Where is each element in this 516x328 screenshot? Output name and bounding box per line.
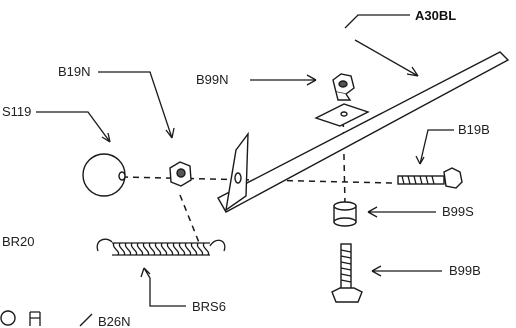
- edge-fragments: [0, 310, 41, 326]
- blade-body: [217, 51, 510, 213]
- spacer-b99s-bottom: [333, 217, 357, 227]
- label-s119: S119: [2, 104, 31, 119]
- label-brs6: BRS6: [192, 299, 226, 314]
- blade-tab-hole: [340, 111, 348, 117]
- leader-b19b: [419, 129, 454, 165]
- ball-hole: [118, 171, 126, 181]
- leader-brs6: [143, 267, 186, 307]
- fragment-box: [29, 311, 41, 326]
- leader-b99b-head: [371, 265, 382, 277]
- ball-s119: [82, 153, 126, 197]
- bolt-b19b-thread: [401, 175, 435, 185]
- label-br20: BR20: [2, 234, 35, 249]
- nut-b99n-side: [335, 91, 352, 101]
- spring-coils: [112, 242, 210, 256]
- label-b19b: B19B: [458, 122, 490, 137]
- leader-a30bl-head: [406, 66, 419, 77]
- leader-brs6-head: [140, 267, 151, 278]
- bolt-b99b: [331, 243, 363, 303]
- leader-a30bl: [344, 14, 410, 29]
- label-a30bl: A30BL: [415, 8, 456, 23]
- bolt-b99b-head: [331, 287, 363, 303]
- leader-b99n-head: [306, 74, 317, 86]
- spring-axis: [179, 194, 201, 246]
- leader-b19b-head: [415, 155, 425, 165]
- label-b99n: B99N: [196, 72, 229, 87]
- leader-lines: [36, 14, 454, 327]
- blade-a30bl: [217, 51, 510, 213]
- nut-b99n-hole: [338, 80, 348, 88]
- bolt-b19b: [397, 167, 463, 189]
- spring-brs6: [96, 238, 226, 256]
- leader-s119: [36, 111, 111, 143]
- leader-s119-head: [101, 132, 111, 143]
- blade-pivot-hole: [234, 172, 242, 184]
- leader-b19n: [98, 71, 173, 139]
- spacer-b99s: [333, 201, 357, 227]
- spring-hook-left: [96, 238, 113, 252]
- bolt-b99b-thread: [340, 249, 352, 283]
- nut-b19n: [169, 161, 192, 187]
- label-b99s: B99S: [442, 204, 474, 219]
- label-b99b: B99B: [449, 263, 481, 278]
- fragment-circle: [0, 310, 16, 326]
- nut-b99n: [332, 73, 355, 101]
- label-b19n: B19N: [58, 64, 91, 79]
- vertical-axis: [342, 109, 346, 206]
- spacer-b99s-top: [333, 201, 357, 211]
- leader-b99s-head: [367, 206, 378, 218]
- spring-edges: [112, 242, 210, 256]
- nut-b19n-hole: [176, 168, 186, 178]
- label-b26n: B26N: [98, 314, 131, 328]
- leader-a30bl-arrow: [354, 39, 419, 77]
- bolt-b19b-head: [443, 167, 463, 189]
- spring-hook-right: [209, 239, 226, 252]
- blade-pivot-plate: [225, 131, 249, 212]
- leader-b19n-head: [165, 127, 175, 139]
- leader-b26n: [79, 313, 93, 327]
